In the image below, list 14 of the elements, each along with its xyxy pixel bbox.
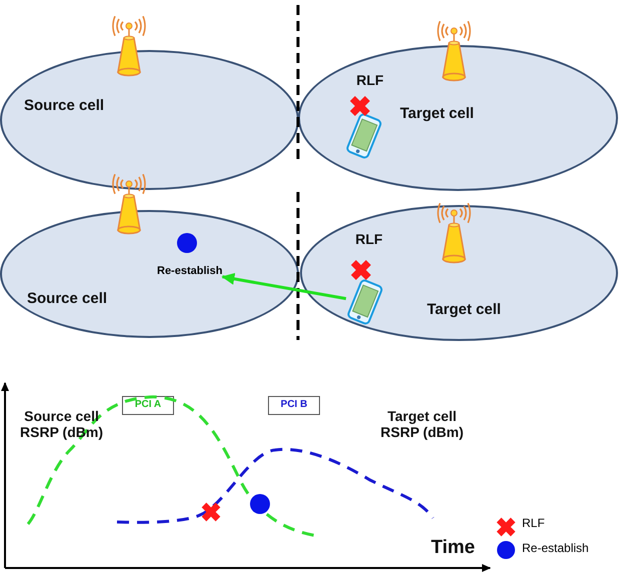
rlf-label: RLF (354, 231, 384, 247)
cell-label: Source cell (27, 290, 108, 307)
axis-label: Target cell RSRP (dBm) (380, 408, 464, 440)
cell-label: Source cell (24, 97, 104, 114)
cell-label: Target cell (400, 105, 474, 122)
rlf-label: RLF (355, 72, 385, 88)
pci-label-box: PCI A (122, 396, 174, 415)
axis-label: Time (430, 537, 476, 559)
arrow (221, 272, 346, 300)
cell-label: Target cell (427, 301, 501, 318)
legend-label: Re-establish (522, 541, 589, 555)
pci-label-box: PCI B (268, 396, 320, 415)
point-label: Re-establish (157, 265, 222, 277)
legend-label: RLF (522, 516, 545, 530)
